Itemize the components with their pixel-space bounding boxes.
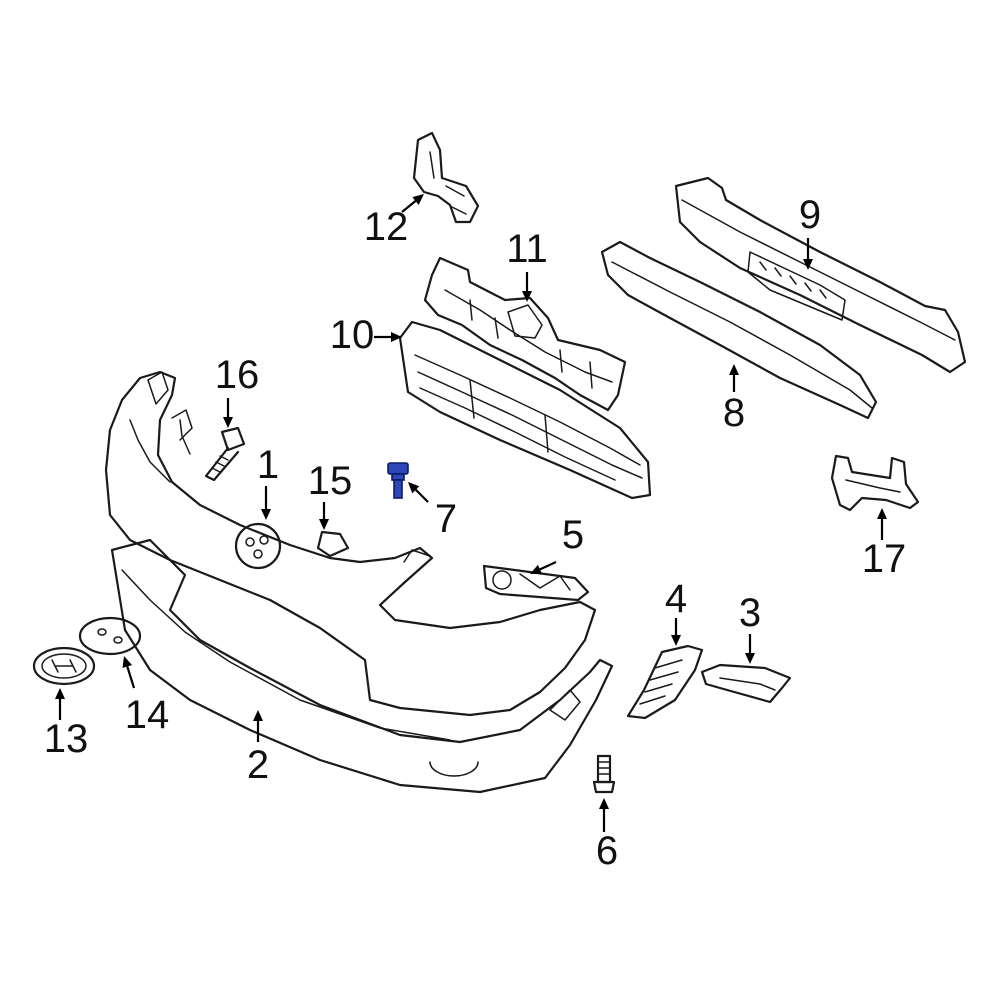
callout-arrow-line-14 xyxy=(126,666,136,689)
callout-11: 11 xyxy=(506,227,548,271)
callout-arrow-line-12 xyxy=(401,200,417,213)
callout-arrow-head-5 xyxy=(530,564,543,574)
callout-7: 7 xyxy=(435,497,457,541)
callout-8: 8 xyxy=(723,391,745,435)
part-17-bracket xyxy=(830,454,920,512)
callout-arrow-head-13 xyxy=(55,688,65,699)
callout-arrow-head-8 xyxy=(729,364,739,375)
part-13-emblem xyxy=(32,646,96,686)
callout-4: 4 xyxy=(665,577,687,621)
part-16-bolt xyxy=(204,426,246,482)
callout-arrow-head-14 xyxy=(122,656,133,668)
part-5-bracket xyxy=(482,564,590,602)
callout-arrow-head-12 xyxy=(412,194,424,205)
part-9-reinforcement-beam xyxy=(674,176,967,374)
part-11-grille-bracket xyxy=(423,256,627,412)
callout-arrow-head-2 xyxy=(253,710,263,721)
part-15-clip xyxy=(316,530,350,558)
part-10-lower-grille xyxy=(398,320,652,500)
callout-arrow-line-7 xyxy=(415,489,429,503)
part-1-bumper-cover xyxy=(104,370,597,717)
part-2-lower-bumper xyxy=(110,538,614,794)
callout-arrow-head-15 xyxy=(319,519,329,530)
callout-17: 17 xyxy=(862,537,907,581)
callout-15: 15 xyxy=(308,459,353,503)
callout-5: 5 xyxy=(562,513,584,557)
callout-2: 2 xyxy=(247,743,269,787)
part-12-bracket xyxy=(412,131,480,224)
part-14-emblem-base xyxy=(78,616,142,656)
callout-1: 1 xyxy=(257,443,279,487)
callout-arrow-head-4 xyxy=(671,635,681,646)
callout-arrow-line-5 xyxy=(539,561,557,571)
callout-arrow-head-1 xyxy=(261,509,271,520)
callout-14: 14 xyxy=(125,693,170,737)
part-4-bracket xyxy=(626,644,704,720)
callout-10: 10 xyxy=(330,313,375,357)
callout-arrow-head-10 xyxy=(391,332,402,342)
callout-arrow-head-16 xyxy=(223,417,233,428)
callout-9: 9 xyxy=(799,193,821,237)
part-8-absorber xyxy=(600,240,878,420)
callout-3: 3 xyxy=(739,591,761,635)
callout-6: 6 xyxy=(596,829,618,873)
callout-labels: 1 2 3 4 5 6 7 8 9 10 11 12 13 14 15 16 1… xyxy=(44,193,907,873)
callout-12: 12 xyxy=(364,205,409,249)
part-3-bracket xyxy=(700,663,792,704)
callout-arrow-head-17 xyxy=(877,508,887,519)
callout-arrow-head-3 xyxy=(745,653,755,664)
callout-arrow-head-7 xyxy=(408,482,420,494)
callout-arrow-head-9 xyxy=(803,259,813,270)
callout-13: 13 xyxy=(44,717,89,761)
callout-16: 16 xyxy=(215,353,260,397)
part-7-bolt-highlighted xyxy=(387,462,409,499)
callout-arrows xyxy=(55,194,887,832)
callout-arrow-head-11 xyxy=(522,291,532,302)
callout-arrow-head-6 xyxy=(599,798,609,809)
part-6-bolt xyxy=(592,754,616,794)
